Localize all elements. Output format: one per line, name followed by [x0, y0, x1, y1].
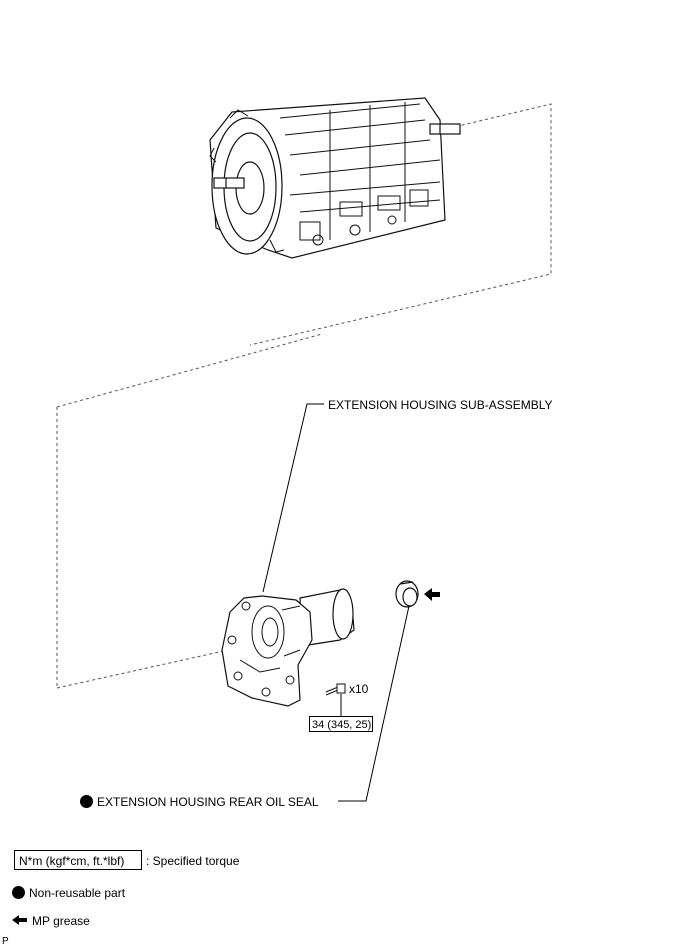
legend-torque-desc: : Specified torque [146, 854, 240, 868]
rear-oil-seal-text: EXTENSION HOUSING REAR OIL SEAL [97, 795, 319, 809]
legend-non-reusable-text: Non-reusable part [29, 886, 126, 900]
legend-mp-grease-text: MP grease [32, 914, 90, 928]
rear-oil-seal-part [395, 580, 419, 608]
torque-box [309, 716, 373, 732]
page-marker: P [2, 936, 9, 947]
bolt-quantity-label: x10 [349, 682, 369, 696]
left-arrow-icon [12, 915, 27, 925]
extension-housing-part [221, 588, 355, 707]
rear-oil-seal-label: EXTENSION HOUSING REAR OIL SEAL [80, 795, 319, 809]
transmission-assembly [209, 97, 461, 259]
alignment-frame [56, 103, 552, 689]
bolt-part [325, 683, 346, 696]
mp-grease-arrow-icon [424, 588, 440, 601]
legend-torque-box [14, 850, 142, 870]
torque-value-label: 34 (345, 25) [312, 719, 372, 731]
legend-torque-unit: N*m (kgf*cm, ft.*lbf) [19, 854, 125, 868]
extension-housing-leader [262, 403, 324, 593]
filled-circle-icon [12, 886, 25, 899]
extension-housing-label: EXTENSION HOUSING SUB-ASSEMBLY [328, 398, 553, 412]
filled-circle-icon [80, 795, 93, 808]
legend-mp-grease: MP grease [12, 914, 90, 928]
legend-non-reusable: Non-reusable part [12, 886, 125, 900]
rear-oil-seal-leader [338, 605, 410, 802]
